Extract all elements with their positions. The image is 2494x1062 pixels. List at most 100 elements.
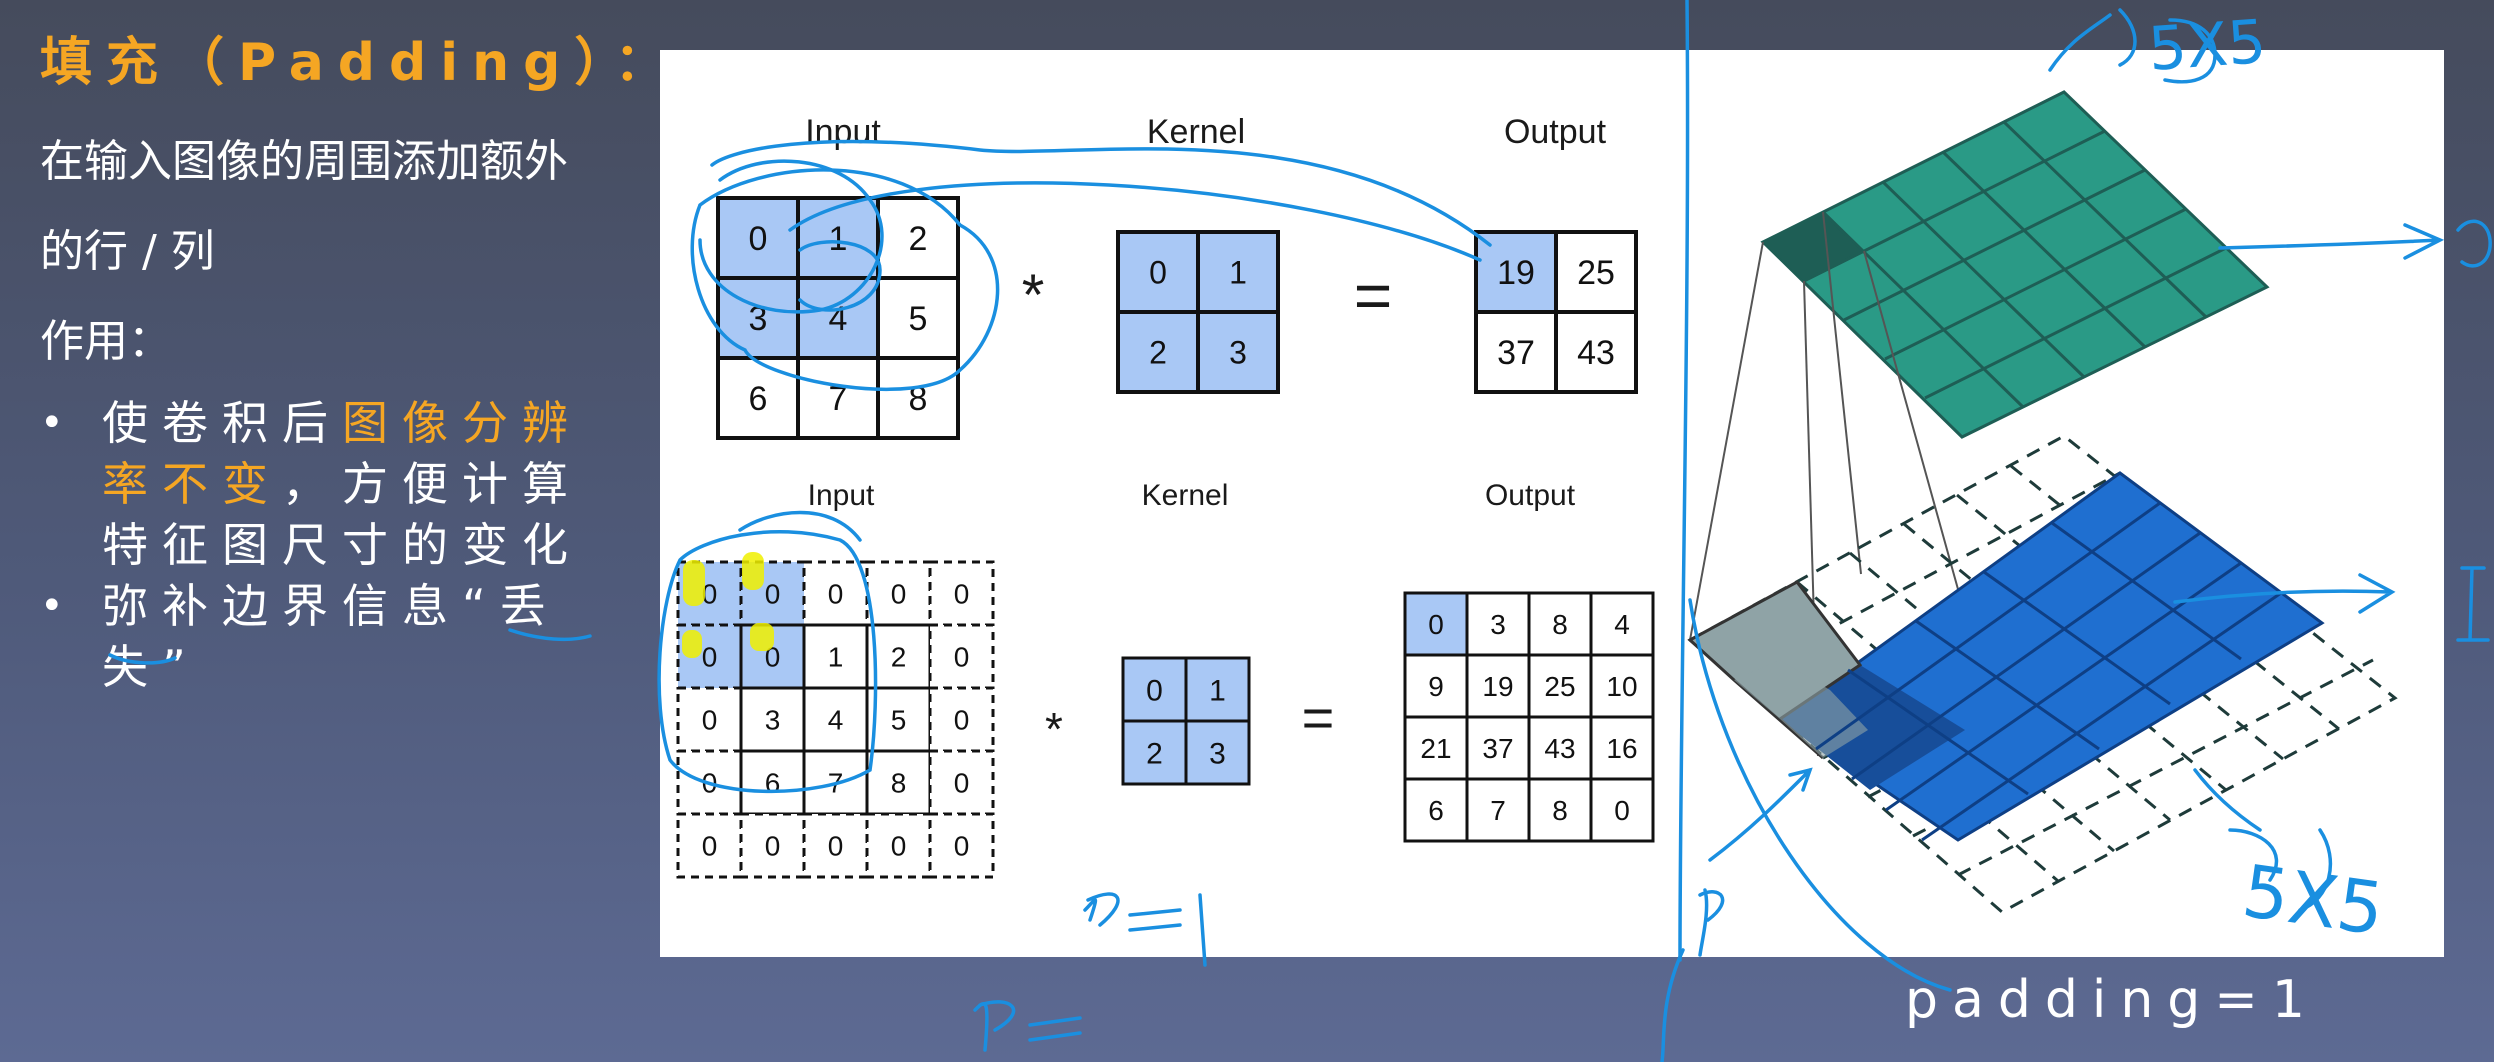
top-kernel-value: 0: [1149, 255, 1167, 291]
curve-window-to-output: [788, 181, 1482, 262]
bottom-input-value: 1: [828, 642, 844, 673]
bottom-input-value: 3: [765, 705, 781, 736]
top-equals-sign: =: [1354, 258, 1393, 332]
bottom-output-value: 8: [1552, 609, 1568, 640]
bottom-input-cell: [865, 749, 932, 816]
bottom-input-cell: [802, 812, 869, 879]
divider-stroke-1: [1678, 0, 1690, 962]
top-output-value: 43: [1577, 334, 1615, 372]
bottom-input-cell: [928, 623, 995, 690]
underline-bullet-2-b: [108, 653, 177, 665]
bottom-input-value: 0: [702, 831, 718, 862]
bottom-input-value: 0: [702, 579, 718, 610]
intro-line-1: 在输入图像的周围添加额外: [40, 136, 568, 187]
bottom-output-value: 25: [1544, 671, 1575, 702]
arrow-to-padding: [1708, 767, 1813, 862]
effect-heading: 作用：: [40, 316, 172, 367]
bottom-input-value: 0: [891, 579, 907, 610]
bottom-input-value: 0: [954, 705, 970, 736]
bottom-output-value: 16: [1606, 733, 1637, 764]
bottom-output-cell: [1527, 777, 1593, 843]
bottom-output-value: 0: [1428, 609, 1444, 640]
bottom-input-cell: [802, 560, 869, 627]
text-panel: 填充（Padding）： 在输入图像的周围添加额外 的行 / 列 作用： 使卷积…: [40, 20, 681, 698]
bottom-kernel-value: 0: [1146, 674, 1163, 707]
padding-scribble: [657, 529, 878, 794]
bottom-output-value: 43: [1544, 733, 1575, 764]
underline-bullet-2: [508, 628, 592, 642]
top-output-value: 37: [1497, 334, 1535, 372]
top-input-value: 7: [829, 380, 848, 418]
slide-title: 填充（Padding）：: [40, 33, 681, 93]
bottom-kernel-cell: [1184, 656, 1251, 723]
top-input-value: 1: [829, 220, 848, 258]
arrow-to-caption: [1688, 598, 1952, 992]
bottom-input-value: 5: [891, 705, 907, 736]
top-input-value: 5: [909, 300, 928, 338]
bottom-output-value: 37: [1482, 733, 1513, 764]
bottom-output-value: 19: [1482, 671, 1513, 702]
bottom-input-value: 0: [702, 642, 718, 673]
handwritten-5x5-top-b: [2163, 18, 2217, 84]
top-kernel-cell: [1116, 230, 1200, 314]
arrow-to-input-label: [2173, 573, 2396, 614]
bottom-output-value: 8: [1552, 795, 1568, 826]
bottom-input-cell: [739, 686, 806, 753]
top-input-label: Input: [805, 113, 881, 151]
top-kernel-value: 3: [1229, 335, 1247, 371]
top-output-value: 25: [1577, 254, 1615, 292]
handwritten-p-eq-1: [1083, 892, 1207, 967]
bottom-input-cell: [865, 812, 932, 879]
bottom-output-value: 7: [1490, 795, 1506, 826]
bottom-kernel-value: 2: [1146, 737, 1163, 770]
bottom-input-cell: [676, 686, 743, 753]
arrow-to-output-label: [2218, 223, 2445, 260]
bottom-output-value: 10: [1606, 671, 1637, 702]
bottom-input-cell: [739, 812, 806, 879]
bottom-kernel-label: Kernel: [1142, 479, 1229, 512]
handwritten-O: [2456, 219, 2492, 268]
bottom-kernel-cell: [1184, 719, 1251, 786]
handwritten-I: [2456, 566, 2490, 642]
top-output-cell: [1554, 230, 1638, 314]
divider-stroke-2: [1660, 948, 1685, 1062]
bottom-equals-sign: =: [1302, 686, 1335, 749]
bottom-input-value: 0: [765, 579, 781, 610]
bottom-output-cell: [1527, 591, 1593, 657]
top-kernel-value: 1: [1229, 255, 1247, 291]
bottom-kernel-cell: [1121, 656, 1188, 723]
top-input-value: 0: [749, 220, 768, 258]
top-input-value: 3: [749, 300, 768, 338]
handwritten-top-label: 5X5: [2146, 7, 2268, 85]
bottom-convolution-operator: *: [1045, 703, 1063, 755]
top-input-value: 2: [909, 220, 928, 258]
padding-3d-illustration: [1687, 90, 2398, 914]
top-kernel-cell: [1196, 230, 1280, 314]
bottom-kernel-value: 1: [1209, 674, 1226, 707]
bottom-input-cell: [802, 623, 869, 690]
bottom-output-value: 6: [1428, 795, 1444, 826]
top-convolution-operator: *: [1022, 263, 1045, 328]
padding-caption: padding=1: [1905, 970, 2319, 1030]
bottom-input-value: 0: [954, 642, 970, 673]
top-input-cell: [716, 276, 800, 360]
bottom-input-value: 6: [765, 768, 781, 799]
bottom-input-label: Input: [808, 479, 875, 512]
bottom-input-value: 4: [828, 705, 844, 736]
handwritten-bottom-label: 5X5: [2238, 849, 2389, 952]
bottom-output-value: 4: [1614, 609, 1630, 640]
handwritten-p-eq-2: [973, 1000, 1082, 1052]
handwritten-5x5-bottom: [2193, 768, 2262, 832]
bottom-output-value: 0: [1614, 795, 1630, 826]
top-kernel-cell: [1196, 310, 1280, 394]
bottom-input-value: 0: [954, 831, 970, 862]
top-input-value: 6: [749, 380, 768, 418]
bottom-output-label: Output: [1485, 479, 1576, 512]
highlighter-marks: [682, 552, 774, 658]
